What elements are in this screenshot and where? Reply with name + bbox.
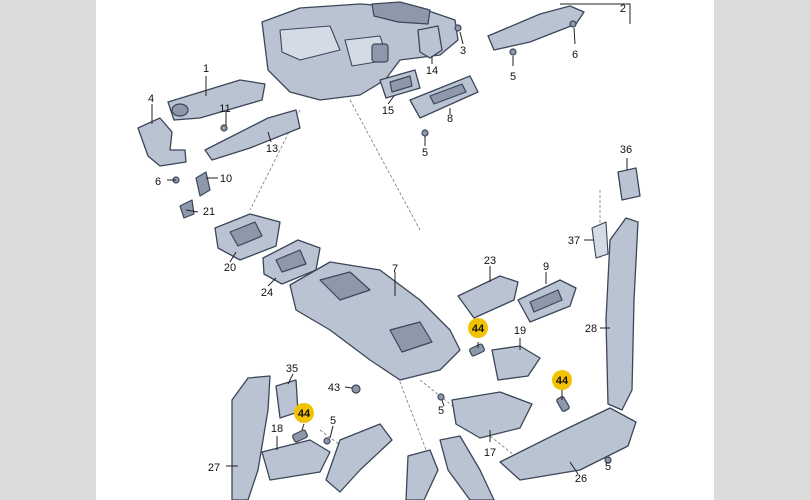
label-37: 37: [568, 235, 580, 247]
label-23: 23: [484, 255, 496, 267]
label-21: 21: [203, 206, 215, 218]
label-6-left: 6: [155, 176, 161, 188]
part-14-flap: [417, 25, 443, 59]
label-14: 14: [426, 65, 438, 77]
label-18: 18: [271, 423, 283, 435]
part-2-duct: [487, 5, 585, 51]
label-17: 17: [484, 447, 496, 459]
part-13-bracket: [204, 109, 301, 161]
part-9-vent: [517, 279, 577, 323]
label-13: 13: [266, 143, 278, 155]
label-3: 3: [460, 45, 466, 57]
highlighted-labels: 44 44 44: [294, 318, 572, 423]
part-17-duct: [451, 391, 533, 439]
part-36-sensor: [617, 167, 641, 201]
label-24: 24: [261, 287, 273, 299]
part-20-connector: [214, 213, 281, 261]
part-23-vent: [457, 275, 519, 319]
label-5-center: 5: [438, 405, 444, 417]
label-4: 4: [148, 93, 154, 105]
label-35: 35: [286, 363, 298, 375]
part-44-temperature-sensors: [292, 343, 570, 443]
part-37-clip: [591, 221, 609, 259]
label-5-right: 5: [605, 461, 611, 473]
part-15-vent: [379, 69, 421, 99]
label-20: 20: [224, 262, 236, 274]
lower-center-ducts: [325, 423, 495, 500]
part-28-rear-duct: [605, 217, 639, 411]
label-36: 36: [620, 144, 632, 156]
highlight-marker-44-b: [552, 370, 572, 390]
label-5-vent: 5: [422, 147, 428, 159]
part-19-bracket: [491, 345, 541, 381]
label-5-top: 5: [510, 71, 516, 83]
label-5-left: 5: [330, 415, 336, 427]
label-43: 43: [328, 382, 340, 394]
part-18-duct: [261, 439, 331, 481]
part-number-labels: 1 2 3 4 5 5 5 5 5 6 6 7 8 9 10 11 13 14 …: [148, 3, 632, 485]
part-7-center-duct: [289, 261, 461, 381]
part-4-elbow-duct: [137, 117, 187, 167]
label-27: 27: [208, 462, 220, 474]
label-9: 9: [543, 261, 549, 273]
label-10: 10: [220, 173, 232, 185]
part-1-air-duct: [167, 79, 266, 121]
label-8: 8: [447, 113, 453, 125]
highlight-marker-44-a: [468, 318, 488, 338]
label-44-b: 44: [556, 375, 569, 387]
part-24-connector: [262, 239, 321, 285]
label-2: 2: [620, 3, 626, 15]
highlight-marker-44-c: [294, 403, 314, 423]
label-26: 26: [575, 473, 587, 485]
label-7: 7: [392, 263, 398, 275]
part-8-vent-panel: [409, 75, 479, 119]
part-27-duct: [231, 375, 271, 500]
label-6-top: 6: [572, 49, 578, 61]
label-11: 11: [219, 103, 230, 115]
label-44-a: 44: [472, 323, 485, 335]
label-19: 19: [514, 325, 526, 337]
label-15: 15: [382, 105, 394, 117]
label-44-c: 44: [298, 408, 311, 420]
air-distribution-housing: [261, 1, 459, 101]
label-28: 28: [585, 323, 597, 335]
leader-lines: [151, 3, 631, 475]
label-1: 1: [203, 63, 209, 75]
part-26-floor-duct: [499, 407, 637, 481]
